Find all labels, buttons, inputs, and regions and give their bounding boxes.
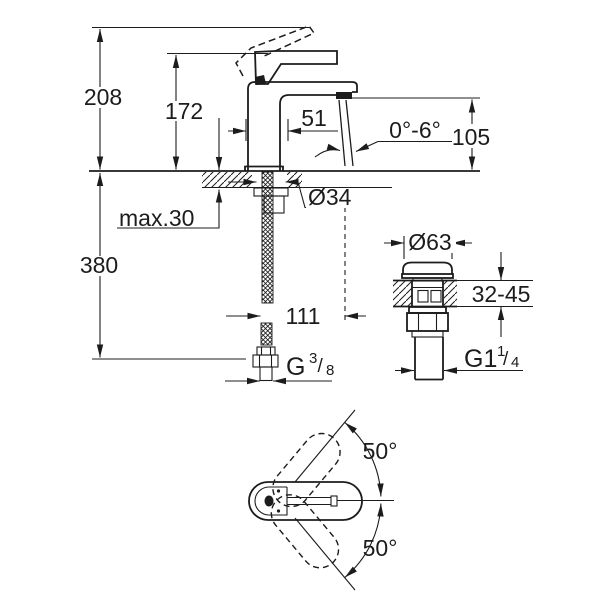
water-stream (338, 99, 354, 167)
lever-slot (287, 496, 331, 506)
faucet-front-view (89, 25, 480, 382)
label-hole-diameter: Ø34 (308, 184, 352, 210)
lever-slot-end (330, 495, 338, 507)
label-spout-reach: 51 (301, 105, 327, 131)
hose-end-pipe (259, 366, 273, 382)
label-waste-thread: G1 1 / 4 (464, 343, 519, 373)
waste-cap-rim (401, 273, 454, 279)
svg-text:/: / (503, 349, 509, 370)
dim-arc-angle (314, 143, 341, 158)
label-supply-thread: G 3 / 8 (286, 350, 334, 381)
faucet-body (247, 81, 358, 171)
label-stream-angle: 0°-6° (389, 117, 441, 143)
label-outlet-offset: 111 (286, 303, 321, 329)
swivel-limit-down (294, 517, 356, 591)
waste-collar (411, 330, 444, 338)
swivel-arc-up (344, 422, 384, 497)
svg-text:3: 3 (309, 350, 317, 367)
screw-dot-bottom (276, 509, 281, 513)
svg-text:8: 8 (326, 362, 334, 379)
rotated-lever-up-dashed (272, 432, 341, 508)
waste-slot-left (417, 289, 429, 303)
waste-tailpipe (414, 337, 444, 381)
label-outlet-height: 105 (452, 124, 490, 150)
label-lever-height: 172 (165, 98, 203, 124)
label-waste-deck-range: 32-45 (472, 281, 531, 307)
label-swivel-down: 50° (363, 535, 398, 561)
hose-collar (256, 346, 276, 356)
lever-handle (254, 50, 338, 85)
svg-text:G1: G1 (464, 345, 497, 373)
spout-underside (279, 94, 336, 171)
svg-text:/: / (318, 356, 324, 377)
text-backers (79, 87, 534, 306)
waste-neck (412, 277, 443, 282)
label-max-deck: max.30 (119, 205, 194, 231)
dim-leader-angle (355, 140, 379, 153)
dim-line-max30-bottom (117, 189, 223, 229)
svg-text:1: 1 (497, 343, 505, 360)
swivel-limit-up (294, 409, 356, 483)
svg-text:G: G (286, 353, 305, 381)
waste-cap (402, 261, 453, 274)
swivel-arc-down (344, 503, 384, 578)
waste-slot-right (430, 289, 442, 303)
hose-nut (252, 354, 279, 368)
handle-top-view (248, 409, 394, 591)
supply-hose (252, 171, 289, 382)
lever-pivot-wedge (255, 75, 266, 85)
base-plate (244, 165, 284, 171)
dimension-labels: 208 172 380 51 0°-6° 105 max.30 Ø34 111 … (80, 84, 531, 561)
label-swivel-up: 50° (363, 438, 398, 464)
screw-dot-top (276, 489, 281, 493)
dimension-lines (92, 26, 533, 385)
label-waste-cap-diameter: Ø63 (408, 229, 451, 255)
body-cap-inner (254, 486, 288, 516)
waste-locknut (406, 312, 449, 332)
waste-valve-view (393, 261, 457, 381)
lever-raised-dashed (235, 25, 316, 77)
mounting-deck (89, 170, 480, 189)
logo-mark (264, 495, 274, 507)
svg-text:4: 4 (511, 354, 519, 371)
mounting-nut (263, 195, 285, 214)
label-hose-drop: 380 (80, 252, 118, 278)
aerator (336, 92, 352, 99)
label-total-height: 208 (84, 84, 122, 110)
